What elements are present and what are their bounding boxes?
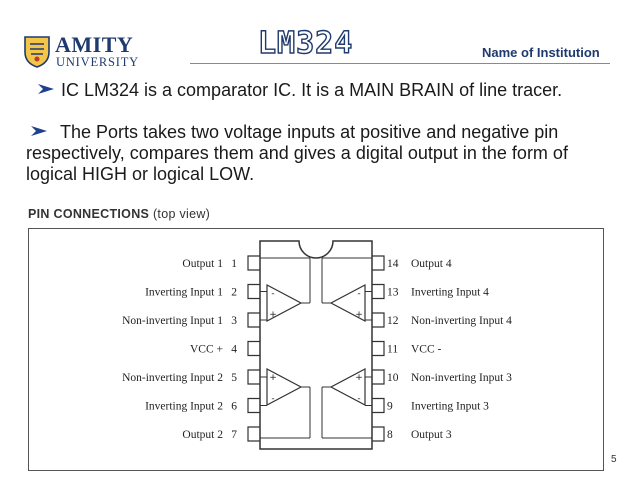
pin-lead xyxy=(247,426,260,442)
pin-number: 4 xyxy=(231,344,237,356)
pin-lead xyxy=(247,340,260,357)
logo-name: AMITY xyxy=(55,32,134,57)
pin-lead xyxy=(372,312,385,328)
op-amp-sign: + xyxy=(355,310,363,320)
pin-number: 5 xyxy=(231,372,237,384)
pin-label: Output 2 xyxy=(182,429,223,441)
pin-label: Output 4 xyxy=(411,258,452,270)
pin-label: Inverting Input 2 xyxy=(145,401,223,413)
op-amp-symbol xyxy=(266,284,303,322)
pin-lead xyxy=(247,283,260,300)
op-amp-sign: + xyxy=(355,373,363,383)
op-amp-sign: - xyxy=(357,394,360,404)
op-amp-symbol xyxy=(329,368,366,406)
pin-lead xyxy=(372,340,385,357)
pin-lead xyxy=(247,369,260,385)
pin-label: Non-inverting Input 1 xyxy=(122,315,223,327)
bullet-item: The Ports takes two voltage inputs at po… xyxy=(26,122,616,185)
diagram-heading-note: (top view) xyxy=(152,207,211,221)
pin-lead xyxy=(247,312,260,328)
pin-label: VCC + xyxy=(190,344,223,356)
pin-label: Inverting Input 3 xyxy=(411,401,489,413)
university-emblem-icon xyxy=(24,36,50,68)
pin-lead xyxy=(372,283,385,300)
slide-title: LM324 xyxy=(257,25,354,61)
pin-label: Output 3 xyxy=(411,429,452,441)
op-amp-sign: + xyxy=(269,373,277,383)
bullet-text: The Ports takes two voltage inputs at po… xyxy=(26,122,568,184)
pin-number: 10 xyxy=(387,372,399,384)
op-amp-sign: - xyxy=(357,289,360,299)
pin-label: Inverting Input 1 xyxy=(145,287,223,299)
pin-label: Non-inverting Input 3 xyxy=(411,372,512,384)
pin-number: 7 xyxy=(231,429,237,441)
pin-number: 6 xyxy=(231,401,237,413)
ic-body xyxy=(259,240,373,450)
bullet-arrow-icon xyxy=(31,126,47,136)
header-divider xyxy=(190,63,610,64)
pin-lead xyxy=(372,255,385,271)
bullet-arrow-icon xyxy=(38,84,54,94)
pin-label: Inverting Input 4 xyxy=(411,287,489,299)
pin-lead xyxy=(247,255,260,271)
pin-number: 11 xyxy=(387,344,398,356)
logo-subtitle: UNIVERSITY xyxy=(56,55,139,69)
pin-number: 2 xyxy=(231,287,237,299)
pin-lead xyxy=(372,426,385,442)
op-amp-sign: + xyxy=(269,310,277,320)
pin-number: 9 xyxy=(387,401,393,413)
pin-label: Output 1 xyxy=(182,258,223,270)
pin-label: Non-inverting Input 2 xyxy=(122,372,223,384)
pin-lead xyxy=(247,397,260,414)
pin-number: 13 xyxy=(387,287,399,299)
bullet-item: IC LM324 is a comparator IC. It is a MAI… xyxy=(37,80,562,101)
op-amp-sign: - xyxy=(271,289,274,299)
pin-label: Non-inverting Input 4 xyxy=(411,315,512,327)
page-number: 5 xyxy=(611,454,617,465)
pin-lead xyxy=(372,397,385,414)
op-amp-symbol xyxy=(266,368,303,406)
pin-number: 3 xyxy=(231,315,237,327)
pin-label: VCC - xyxy=(411,344,442,356)
op-amp-symbol xyxy=(329,284,366,322)
bullet-text: IC LM324 is a comparator IC. It is a MAI… xyxy=(61,80,563,100)
pin-number: 14 xyxy=(387,258,399,270)
pin-lead xyxy=(372,369,385,385)
amity-logo: AMITY UNIVERSITY xyxy=(22,32,142,72)
pin-number: 8 xyxy=(387,429,393,441)
op-amp-sign: - xyxy=(271,394,274,404)
pin-number: 1 xyxy=(231,258,237,270)
diagram-heading-text: PIN CONNECTIONS xyxy=(28,207,150,221)
institution-name: Name of Institution xyxy=(482,45,600,60)
pin-number: 12 xyxy=(387,315,399,327)
diagram-heading: PIN CONNECTIONS (top view) xyxy=(28,207,210,221)
